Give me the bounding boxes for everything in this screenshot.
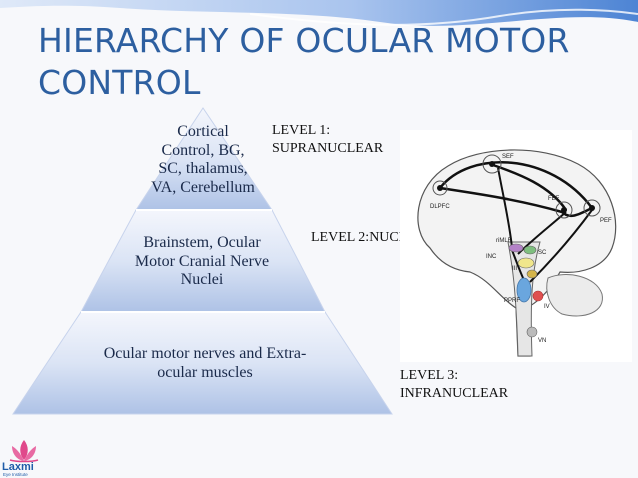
level-3-label: LEVEL 3: INFRANUCLEAR [400,368,509,401]
dlpfc-label: DLPFC [430,204,450,210]
sc-label: SC [538,250,547,256]
laxmi-lotus-logo [9,440,39,463]
logo-name: Laxmi [2,461,34,473]
pef-label: PEF [600,218,612,224]
rimlf-label: riMLF [496,238,512,244]
inc-label: INC [486,254,497,260]
fef-label: FEF [548,196,560,202]
slide-title: HIERARCHY OF OCULAR MOTOR CONTROL [38,21,570,102]
logo-tagline: Eye Institute [3,472,28,477]
iii-label: III [512,266,517,272]
level-1-label: LEVEL 1: SUPRANUCLEAR [272,123,384,156]
pyramid-tier-1-text: Cortical Control, BG, SC, thalamus, VA, … [151,123,255,196]
pyramid-tier-3-text: Ocular motor nerves and Extra- ocular mu… [103,345,307,381]
pyramid-tier-2-text: Brainstem, Ocular Motor Cranial Nerve Nu… [134,234,270,288]
brain-pathway-diagram: SEF FEF DLPFC PEF riMLF INC SC III PPRF … [400,130,632,362]
header-wave [0,0,638,26]
iv-label: IV [544,304,550,310]
vn-label: VN [538,338,546,344]
sef-label: SEF [502,154,514,160]
pprf-label: PPRF [504,298,520,304]
